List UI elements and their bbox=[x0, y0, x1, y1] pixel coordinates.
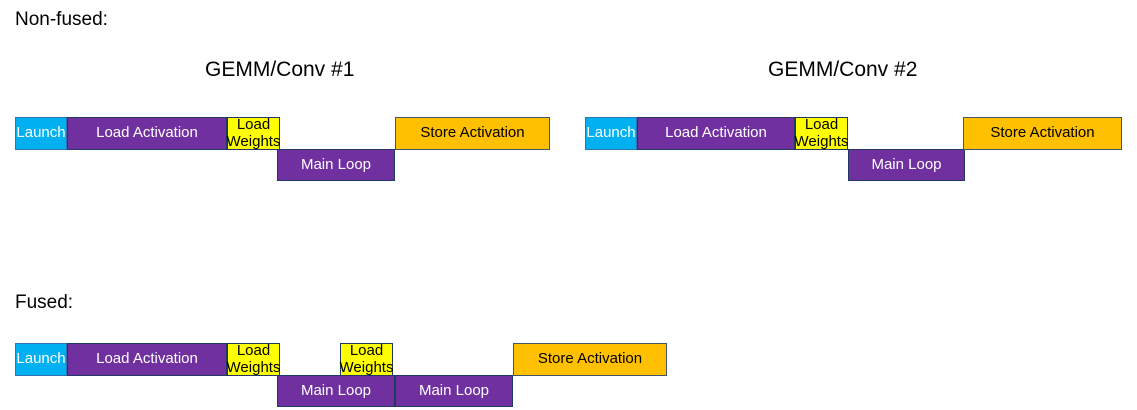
launch-bar: Launch bbox=[15, 117, 67, 150]
store-activation-bar: Store Activation bbox=[513, 343, 667, 376]
load-activation-bar: Load Activation bbox=[67, 343, 227, 376]
main-loop-bar: Main Loop bbox=[848, 149, 965, 181]
launch-bar: Launch bbox=[15, 343, 67, 376]
launch-bar: Launch bbox=[585, 117, 637, 150]
load-weights-bar-1: Load Weights bbox=[226, 342, 281, 376]
gemm-conv-2-title: GEMM/Conv #2 bbox=[768, 58, 918, 81]
store-activation-bar: Store Activation bbox=[395, 117, 550, 150]
non-fused-section-label: Non-fused: bbox=[15, 9, 108, 30]
gemm-conv-1-title: GEMM/Conv #1 bbox=[205, 58, 355, 81]
fused-section-label: Fused: bbox=[15, 292, 74, 313]
load-weights-bar-2: Load Weights bbox=[339, 342, 394, 376]
main-loop-bar-1: Main Loop bbox=[277, 375, 395, 407]
load-weights-bar: Load Weights bbox=[794, 116, 849, 150]
load-weights-bar: Load Weights bbox=[226, 116, 281, 150]
store-activation-bar: Store Activation bbox=[963, 117, 1122, 150]
main-loop-bar-2: Main Loop bbox=[395, 375, 513, 407]
load-activation-bar: Load Activation bbox=[637, 117, 795, 150]
load-activation-bar: Load Activation bbox=[67, 117, 227, 150]
main-loop-bar: Main Loop bbox=[277, 149, 395, 181]
